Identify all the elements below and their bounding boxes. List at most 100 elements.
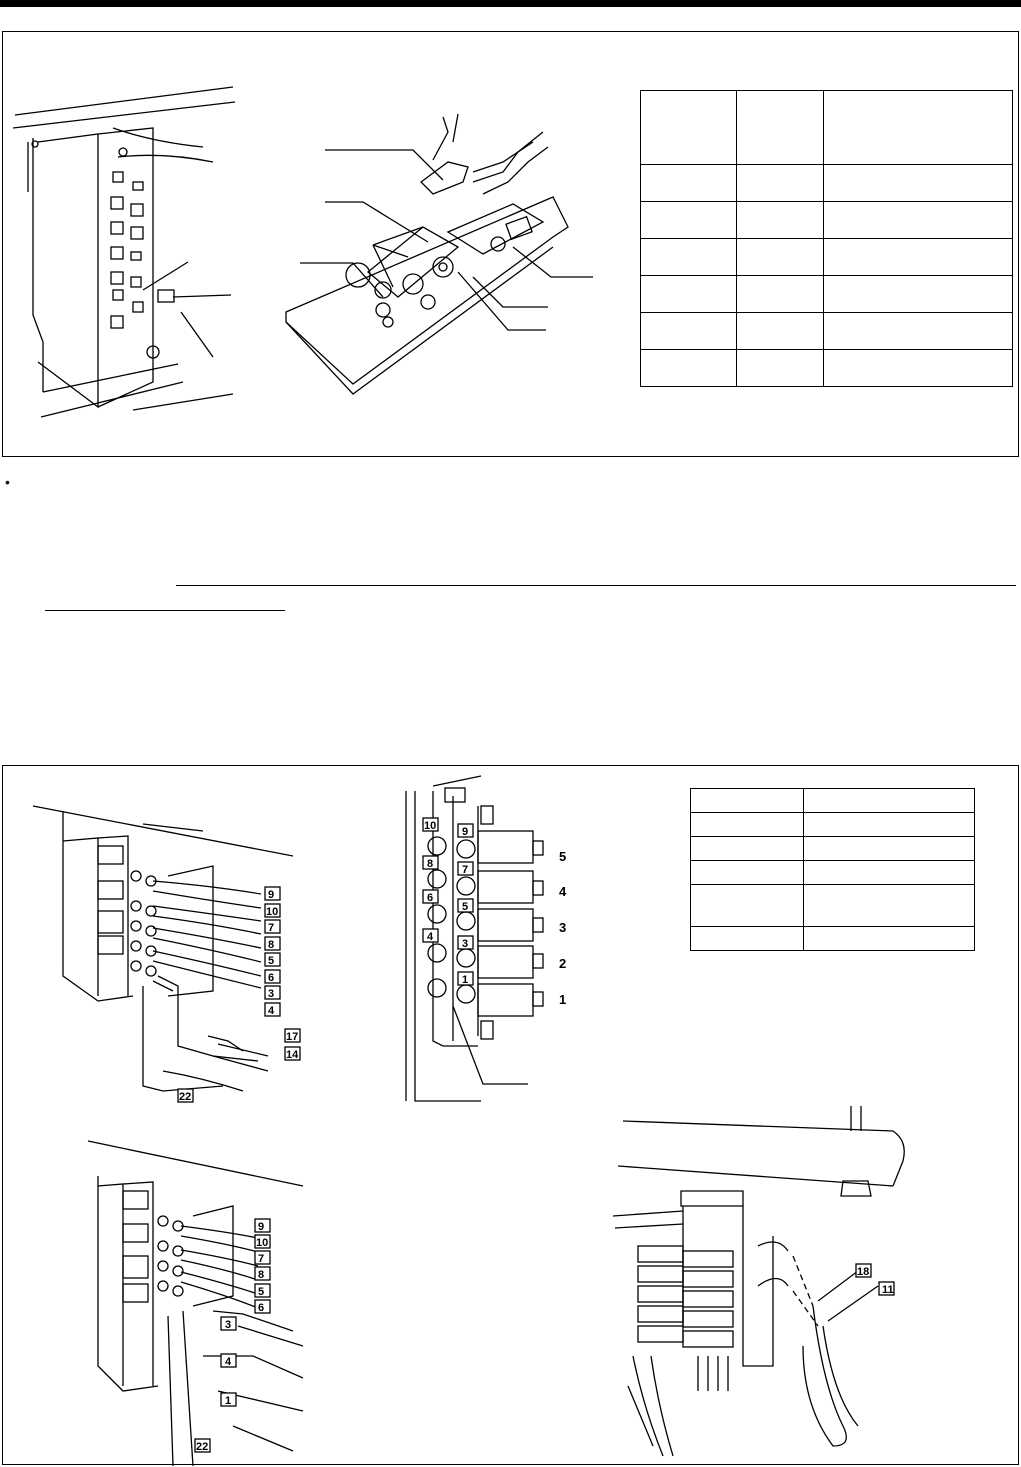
port-number: 9 bbox=[462, 826, 468, 838]
tag-number: 17 bbox=[286, 1031, 298, 1043]
table-cell bbox=[823, 238, 1013, 276]
tag-number: 7 bbox=[258, 1253, 264, 1265]
tag-number: 5 bbox=[268, 955, 274, 967]
table-cell bbox=[736, 275, 824, 313]
table-row bbox=[690, 860, 975, 885]
table-cell bbox=[803, 812, 975, 837]
tag-number: 6 bbox=[268, 972, 274, 984]
figure-panel-top bbox=[2, 31, 1019, 457]
table-cell bbox=[803, 884, 975, 927]
table-row bbox=[690, 788, 975, 813]
port-number: 1 bbox=[462, 974, 468, 986]
port-number: 8 bbox=[427, 858, 433, 870]
tag-number: 3 bbox=[225, 1319, 231, 1331]
table-cell bbox=[823, 164, 1013, 202]
table-cell bbox=[690, 884, 804, 927]
hose-tags: 18 11 bbox=[855, 1263, 895, 1296]
table-cell bbox=[736, 201, 824, 239]
needle-plate-illustration bbox=[285, 113, 593, 395]
table-cell bbox=[823, 349, 1013, 387]
underline-1 bbox=[176, 585, 1016, 586]
port-number: 10 bbox=[424, 820, 436, 832]
table-cell bbox=[823, 201, 1013, 239]
table-row bbox=[690, 926, 975, 951]
table-cell bbox=[736, 238, 824, 276]
tag-number: 11 bbox=[882, 1284, 894, 1296]
tag-number: 9 bbox=[268, 889, 274, 901]
tag-number: 4 bbox=[225, 1356, 232, 1368]
table-row bbox=[640, 90, 1013, 165]
table-cell bbox=[690, 788, 804, 813]
tag-number: 10 bbox=[256, 1237, 268, 1249]
valve-number: 3 bbox=[559, 920, 566, 935]
tag-number: 22 bbox=[196, 1441, 208, 1453]
table-cell bbox=[640, 349, 737, 387]
manifold-illustration-2 bbox=[87, 1140, 304, 1466]
under-table-valve-illustration bbox=[612, 1106, 905, 1457]
port-number: 3 bbox=[462, 938, 468, 950]
valve-block-numbers: 10 8 6 4 9 7 5 3 1 5 4 3 2 1 bbox=[422, 817, 567, 1007]
table-row bbox=[640, 201, 1013, 239]
table-cell bbox=[690, 836, 804, 861]
table-cell bbox=[823, 275, 1013, 313]
table-row bbox=[640, 312, 1013, 350]
port-number: 6 bbox=[427, 892, 433, 904]
bottom-illustrations: 9 10 7 8 5 6 3 4 17 14 22 bbox=[32, 775, 905, 1466]
spec-table-top bbox=[640, 90, 1013, 387]
table-row bbox=[690, 812, 975, 837]
table-cell bbox=[690, 860, 804, 885]
table-row bbox=[640, 349, 1013, 387]
table-cell bbox=[640, 312, 737, 350]
table-cell bbox=[803, 836, 975, 861]
manifold-2-tags: 9 10 7 8 5 6 3 4 1 22 bbox=[194, 1218, 271, 1453]
manifold-illustration-1 bbox=[32, 805, 294, 1092]
table-cell bbox=[803, 860, 975, 885]
tag-number: 18 bbox=[857, 1266, 869, 1278]
table-cell bbox=[640, 90, 737, 165]
table-cell bbox=[736, 164, 824, 202]
table-row bbox=[640, 164, 1013, 202]
table-cell bbox=[736, 349, 824, 387]
tag-number: 8 bbox=[268, 939, 274, 951]
table-cell bbox=[823, 90, 1013, 165]
port-number: 5 bbox=[462, 901, 468, 913]
page-top-rule bbox=[0, 0, 1021, 7]
spec-table-bottom bbox=[690, 788, 975, 951]
tag-number: 5 bbox=[258, 1286, 264, 1298]
tag-number: 6 bbox=[258, 1302, 264, 1314]
bullet-marker: • bbox=[5, 474, 10, 490]
table-cell bbox=[690, 926, 804, 951]
valve-number: 5 bbox=[559, 849, 566, 864]
tag-number: 4 bbox=[268, 1005, 275, 1017]
table-cell bbox=[736, 312, 824, 350]
control-box-illustration bbox=[12, 86, 236, 418]
port-number: 7 bbox=[462, 864, 468, 876]
table-cell bbox=[823, 312, 1013, 350]
table-row bbox=[690, 884, 975, 927]
tag-number: 22 bbox=[179, 1091, 191, 1103]
manifold-1-tags: 9 10 7 8 5 6 3 4 17 14 22 bbox=[177, 886, 301, 1103]
tag-number: 3 bbox=[268, 988, 274, 1000]
valve-number: 2 bbox=[559, 956, 566, 971]
table-cell bbox=[640, 238, 737, 276]
underline-2 bbox=[45, 610, 285, 611]
table-row bbox=[640, 275, 1013, 313]
table-row bbox=[690, 836, 975, 861]
valve-number: 1 bbox=[559, 992, 566, 1007]
tag-number: 14 bbox=[286, 1049, 299, 1061]
top-illustrations bbox=[12, 86, 593, 418]
table-cell bbox=[640, 164, 737, 202]
tag-number: 1 bbox=[225, 1395, 231, 1407]
table-cell bbox=[803, 926, 975, 951]
tag-number: 9 bbox=[258, 1221, 264, 1233]
table-row bbox=[640, 238, 1013, 276]
valve-number: 4 bbox=[559, 884, 567, 899]
table-cell bbox=[640, 201, 737, 239]
table-cell bbox=[736, 90, 824, 165]
table-cell bbox=[803, 788, 975, 813]
tag-number: 10 bbox=[266, 906, 278, 918]
figure-panel-bottom: 9 10 7 8 5 6 3 4 17 14 22 bbox=[2, 765, 1019, 1466]
tag-number: 8 bbox=[258, 1269, 264, 1281]
table-cell bbox=[640, 275, 737, 313]
tag-number: 7 bbox=[268, 922, 274, 934]
